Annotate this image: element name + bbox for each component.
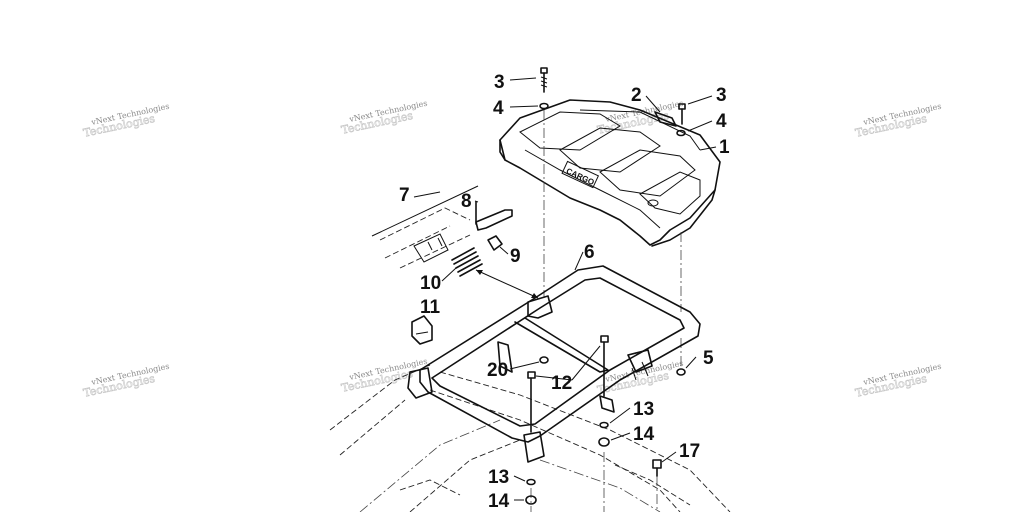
callout-11: 11 <box>420 297 441 318</box>
spring-part-10 <box>451 247 483 277</box>
callout-9: 9 <box>510 246 521 267</box>
callout-13-left: 13 <box>488 467 509 488</box>
nut-part-5 <box>676 368 686 376</box>
watermark-right-top: Technologies vNext Technologies <box>854 102 942 140</box>
callout-3-right: 3 <box>716 85 727 106</box>
knob-part-9 <box>487 235 503 251</box>
bracket-part-2 <box>654 111 677 127</box>
nut-part-20 <box>539 356 549 364</box>
callout-4-left: 4 <box>493 98 504 119</box>
rack-label-plate <box>561 160 600 189</box>
callout-14-right: 14 <box>633 424 655 445</box>
washer-part-13-right <box>599 421 609 429</box>
vehicle-body-outline <box>329 207 731 512</box>
latch-assembly <box>371 185 539 299</box>
nut-part-14-right <box>598 437 610 447</box>
assembly-lines <box>530 110 682 512</box>
bolt-part-12-left <box>527 371 536 433</box>
washer-part-4-right <box>676 129 686 137</box>
washer-part-13-left <box>526 478 536 486</box>
watermark-right-frame: Technologies vNext Technologies <box>596 359 684 397</box>
watermark-center-bottom: Technologies vNext Technologies <box>340 357 428 395</box>
rack-frame-part-6 <box>407 265 701 463</box>
bolt-part-3-left <box>540 67 548 93</box>
callout-17: 17 <box>679 441 700 462</box>
watermark-right-bottom: Technologies vNext Technologies <box>854 362 942 400</box>
watermark-center-top: Technologies vNext Technologies <box>340 99 428 137</box>
bolt-part-12-right <box>600 335 609 397</box>
callout-7: 7 <box>399 185 410 206</box>
bolt-part-3-right <box>678 103 686 125</box>
callout-5: 5 <box>703 348 714 369</box>
leader-lines <box>413 77 717 501</box>
callout-1: 1 <box>719 137 730 158</box>
handle-part-8 <box>475 209 513 231</box>
callout-12: 12 <box>551 373 572 394</box>
callout-2: 2 <box>631 85 642 106</box>
washer-part-4-left <box>539 102 549 110</box>
watermark-left-top: Technologies vNext Technologies <box>82 102 170 140</box>
callout-3-left: 3 <box>494 72 505 93</box>
nut-part-14-left <box>525 495 537 505</box>
watermark-left-bottom: Technologies vNext Technologies <box>82 362 170 400</box>
callout-labels: 3 4 2 3 4 1 7 8 6 9 10 11 5 20 12 13 14 … <box>399 72 730 512</box>
callout-8: 8 <box>461 191 472 212</box>
bolt-part-17 <box>652 459 662 477</box>
callout-20: 20 <box>487 360 508 381</box>
callout-4-right: 4 <box>716 111 727 132</box>
callout-10: 10 <box>420 273 441 294</box>
end-cap-part-11 <box>411 315 433 345</box>
callout-6: 6 <box>584 242 595 263</box>
callout-13-right: 13 <box>633 399 654 420</box>
callout-14-left: 14 <box>488 491 510 512</box>
